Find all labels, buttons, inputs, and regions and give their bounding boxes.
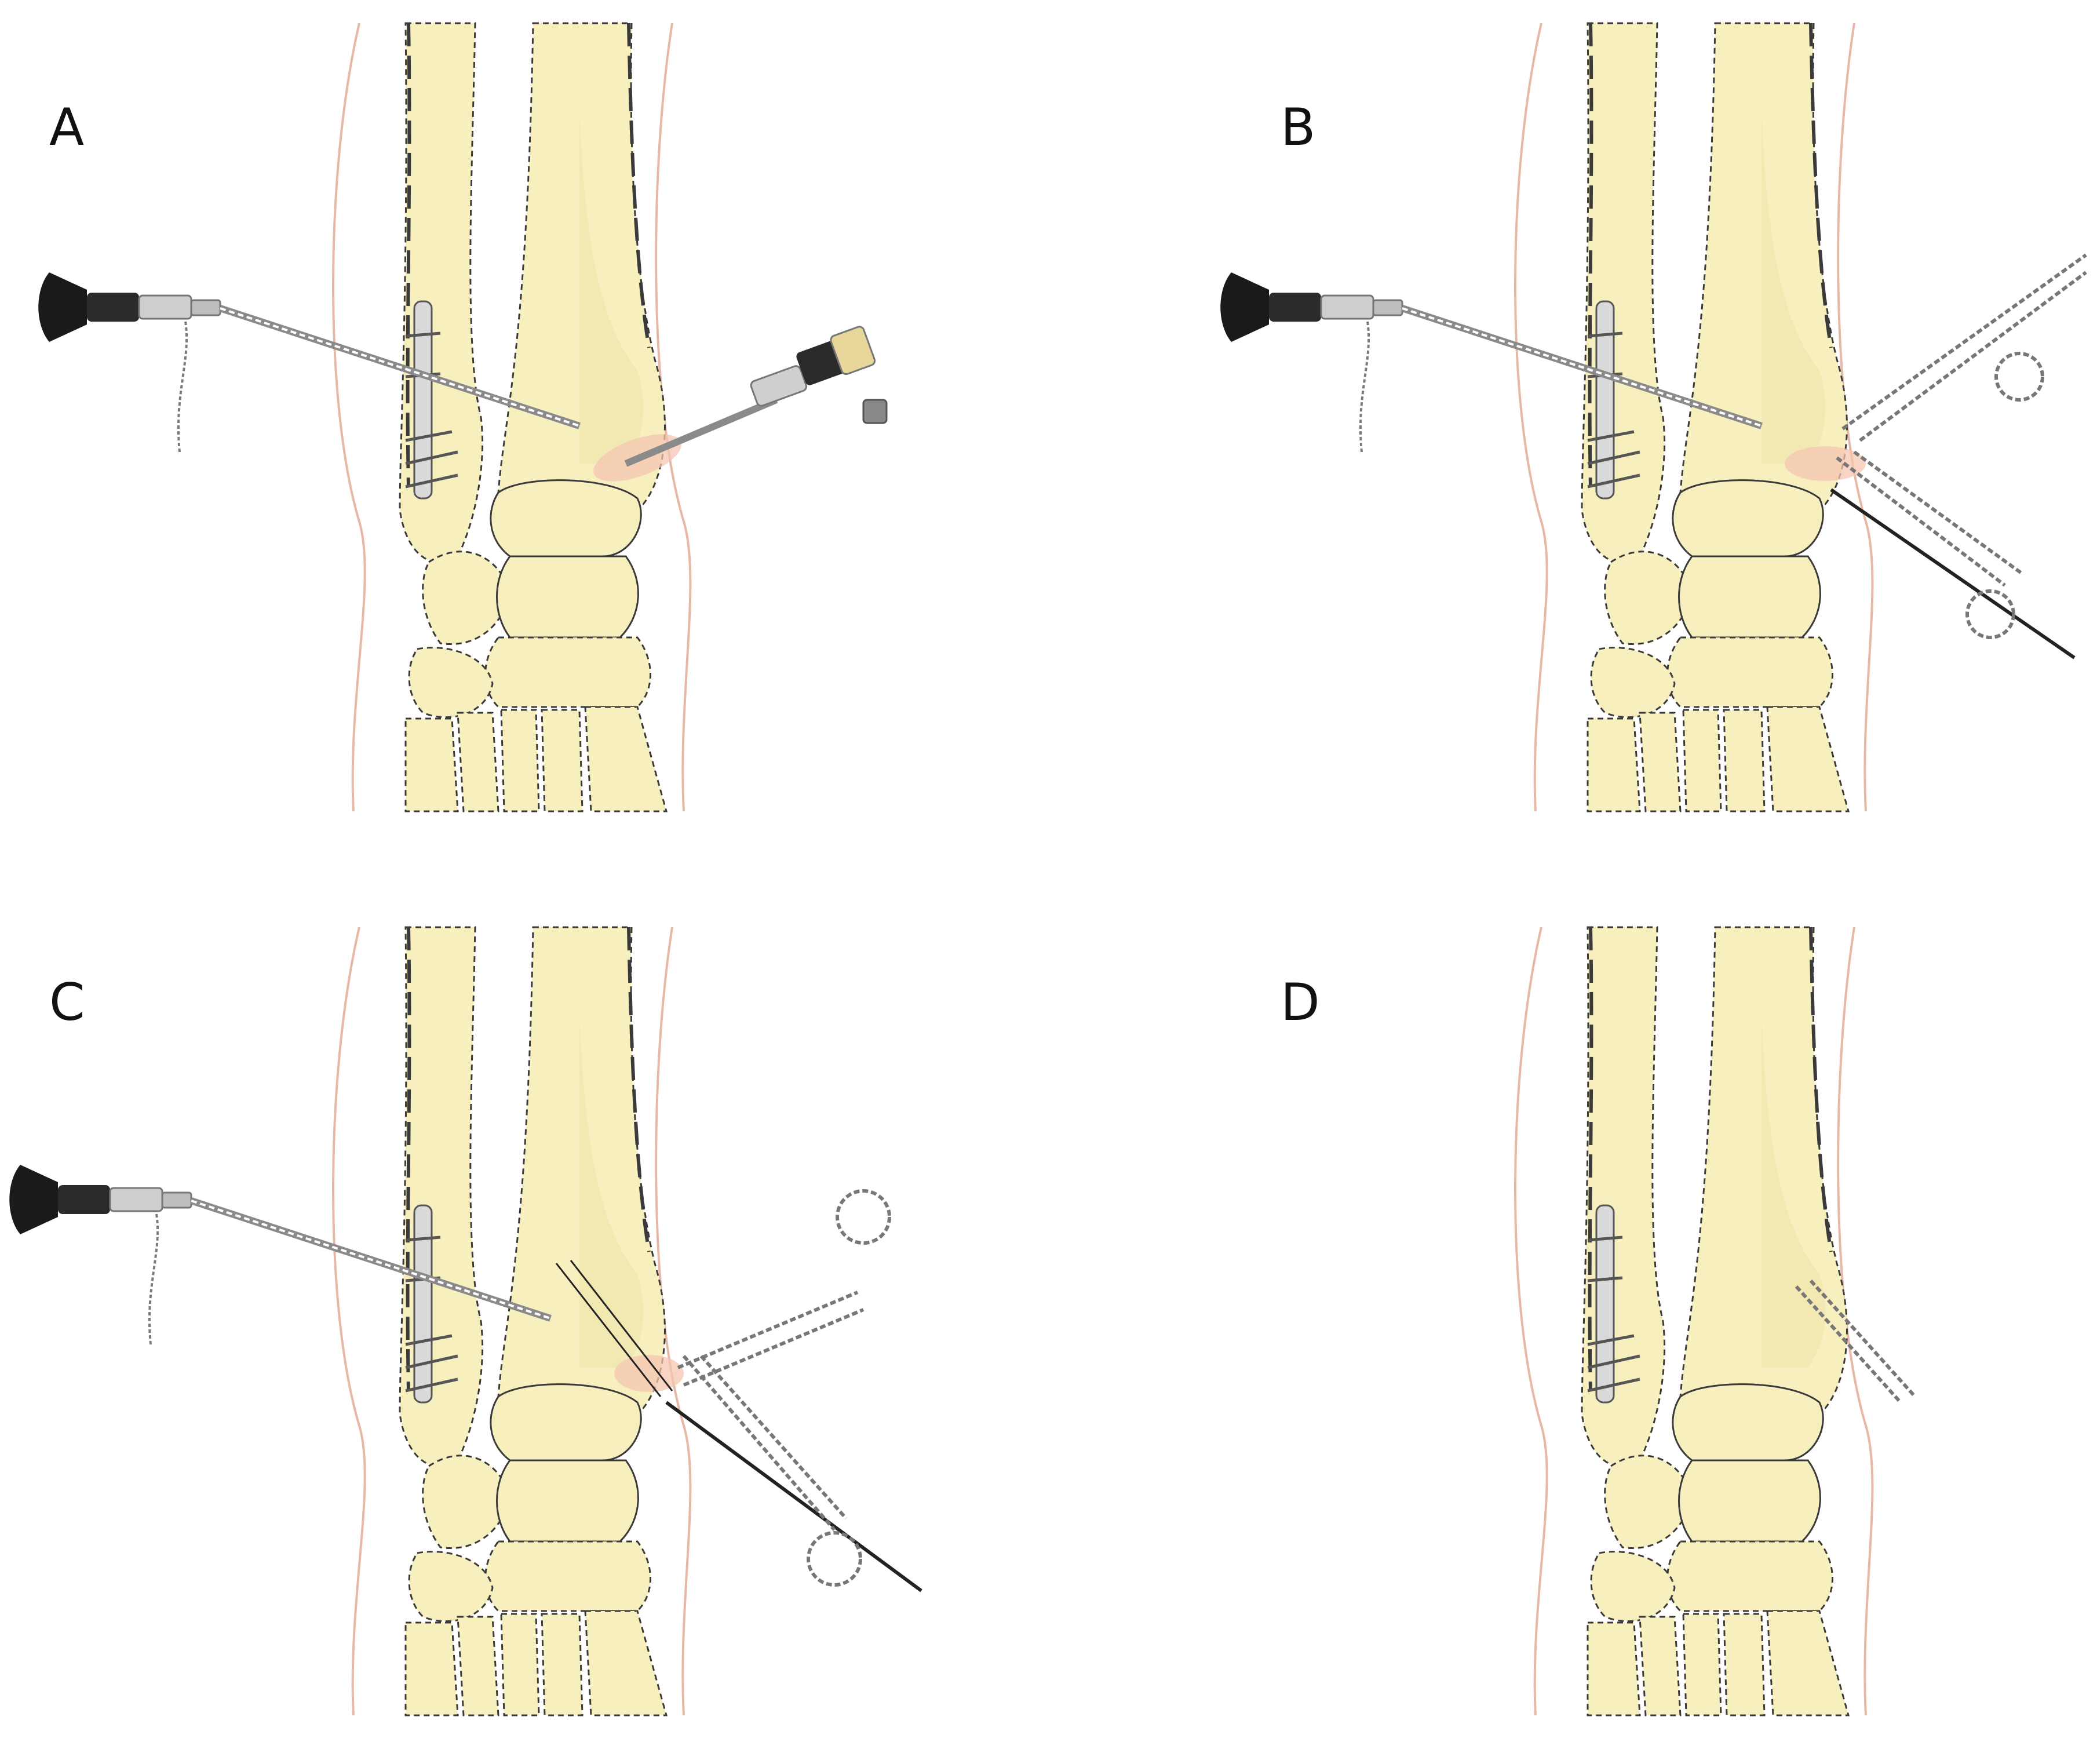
arthroscope-icon [38, 272, 579, 452]
joint-highlight [1785, 446, 1866, 481]
panel-label-c: C [49, 972, 85, 1032]
panel-b: B [1220, 23, 2087, 811]
panel-d: D [1281, 927, 1917, 1715]
arthroscope-icon [1220, 272, 1762, 452]
panel-label-d: D [1281, 972, 1320, 1032]
clamp-forceps-icon [1836, 253, 2087, 639]
panel-c: C [9, 927, 922, 1715]
panel-a: A [38, 23, 888, 811]
guide-wire-icon [665, 1401, 922, 1592]
panel-label-b: B [1281, 97, 1315, 157]
guide-wire-icon [1830, 488, 2076, 659]
arthroscope-right-icon [624, 326, 888, 467]
clamp-forceps-icon [677, 1189, 891, 1587]
panel-label-a: A [49, 97, 84, 157]
